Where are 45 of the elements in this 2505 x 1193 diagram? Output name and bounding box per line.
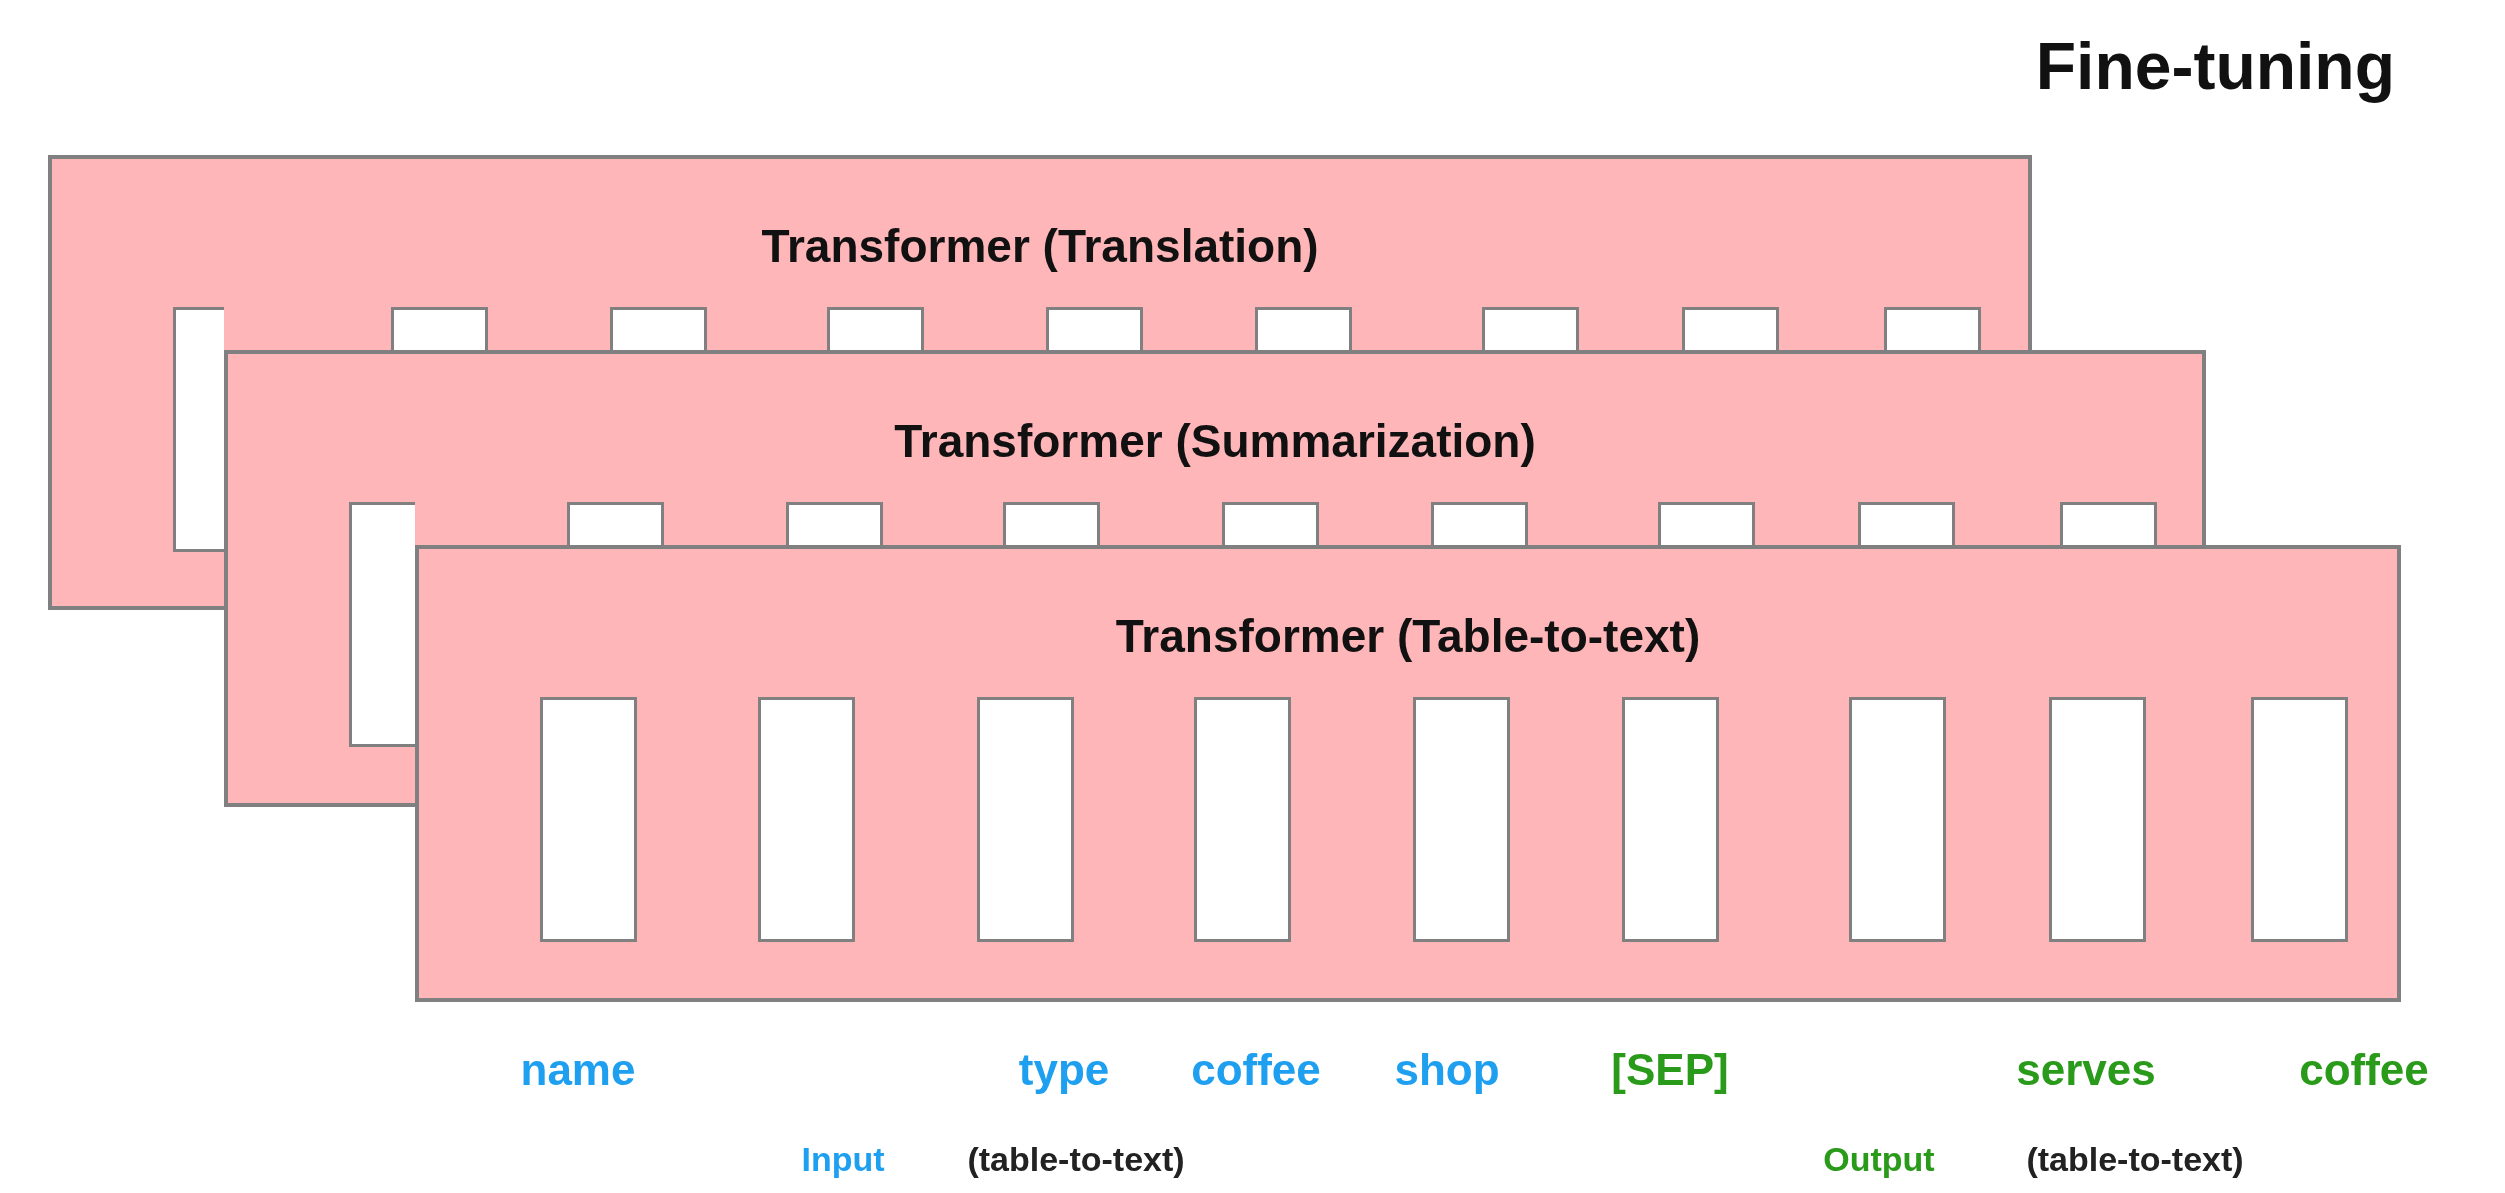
output-token: serves bbox=[2016, 1045, 2156, 1095]
input-token: type bbox=[1018, 1045, 1110, 1095]
model-panel bbox=[224, 350, 2206, 545]
token-slot bbox=[349, 502, 415, 747]
token-slot bbox=[610, 307, 707, 350]
model-panel bbox=[415, 545, 2401, 1002]
token-slot bbox=[1658, 502, 1755, 545]
token-slot bbox=[567, 502, 664, 545]
token-slot bbox=[1858, 502, 1955, 545]
input-caption: Input bbox=[801, 1140, 885, 1179]
token-slot bbox=[1682, 307, 1779, 350]
input-token: shop bbox=[1394, 1045, 1500, 1095]
token-slot bbox=[1255, 307, 1352, 350]
token-slot bbox=[2251, 697, 2348, 942]
panel-title: Transformer (Table-to-text) bbox=[1115, 609, 1701, 663]
model-panel bbox=[48, 155, 2032, 350]
token-slot bbox=[1431, 502, 1528, 545]
token-slot bbox=[1003, 502, 1100, 545]
token-slot bbox=[1222, 502, 1319, 545]
token-slot bbox=[540, 697, 637, 942]
token-slot bbox=[1884, 307, 1981, 350]
output-token: coffee bbox=[2299, 1045, 2429, 1095]
token-slot bbox=[2049, 697, 2146, 942]
diagram-title: Fine-tuning bbox=[2035, 28, 2395, 104]
token-slot bbox=[758, 697, 855, 942]
token-slot bbox=[2060, 502, 2157, 545]
token-slot bbox=[1194, 697, 1291, 942]
token-slot bbox=[1849, 697, 1946, 942]
token-slot bbox=[1046, 307, 1143, 350]
token-slot bbox=[827, 307, 924, 350]
token-slot bbox=[173, 307, 224, 552]
caption-note: (table-to-text) bbox=[967, 1140, 1185, 1179]
panel-title: Transformer (Summarization) bbox=[894, 414, 1536, 468]
token-slot bbox=[1413, 697, 1510, 942]
panel-title: Transformer (Translation) bbox=[761, 219, 1319, 273]
token-slot bbox=[977, 697, 1074, 942]
caption-note: (table-to-text) bbox=[2026, 1140, 2244, 1179]
separator-token: [SEP] bbox=[1611, 1045, 1729, 1095]
output-caption: Output bbox=[1823, 1140, 1935, 1179]
token-slot bbox=[1622, 697, 1719, 942]
token-slot bbox=[391, 307, 488, 350]
token-slot bbox=[1482, 307, 1579, 350]
token-slot bbox=[786, 502, 883, 545]
input-token: coffee bbox=[1191, 1045, 1321, 1095]
input-token: name bbox=[520, 1045, 636, 1095]
